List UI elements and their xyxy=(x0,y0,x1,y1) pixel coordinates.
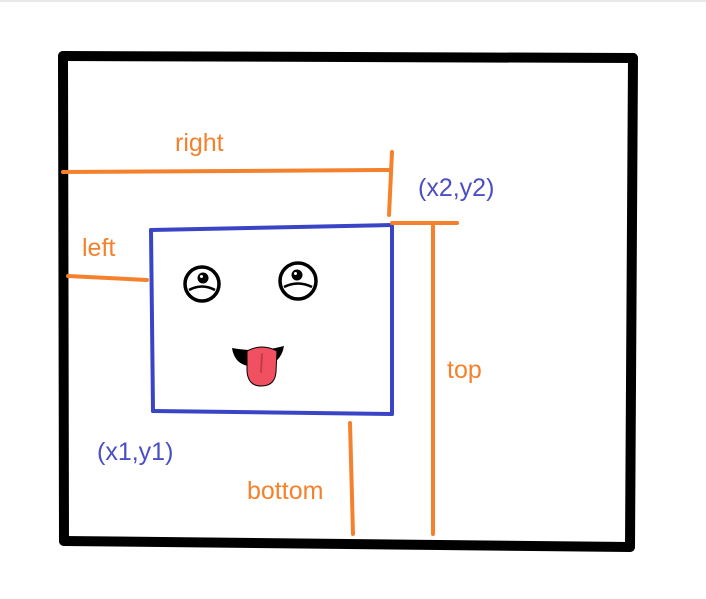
tongue-out-face-icon xyxy=(183,261,318,387)
right-label: right xyxy=(175,129,224,157)
left-measure-line xyxy=(66,274,149,282)
left-eye-icon xyxy=(183,265,221,303)
right-measure-line xyxy=(61,168,393,174)
right-measure-tick xyxy=(387,150,394,217)
corner-x1y1-label: (x1,y1) xyxy=(97,438,173,466)
bounding-box xyxy=(149,223,394,416)
bottom-measure-line xyxy=(348,421,355,536)
image-frame xyxy=(58,51,638,552)
right-eye-icon xyxy=(278,261,318,301)
bottom-label: bottom xyxy=(247,477,323,505)
left-label: left xyxy=(82,234,115,262)
top-label: top xyxy=(447,356,482,384)
tongue-mouth-icon xyxy=(232,346,284,387)
corner-x2y2-label: (x2,y2) xyxy=(418,174,494,202)
